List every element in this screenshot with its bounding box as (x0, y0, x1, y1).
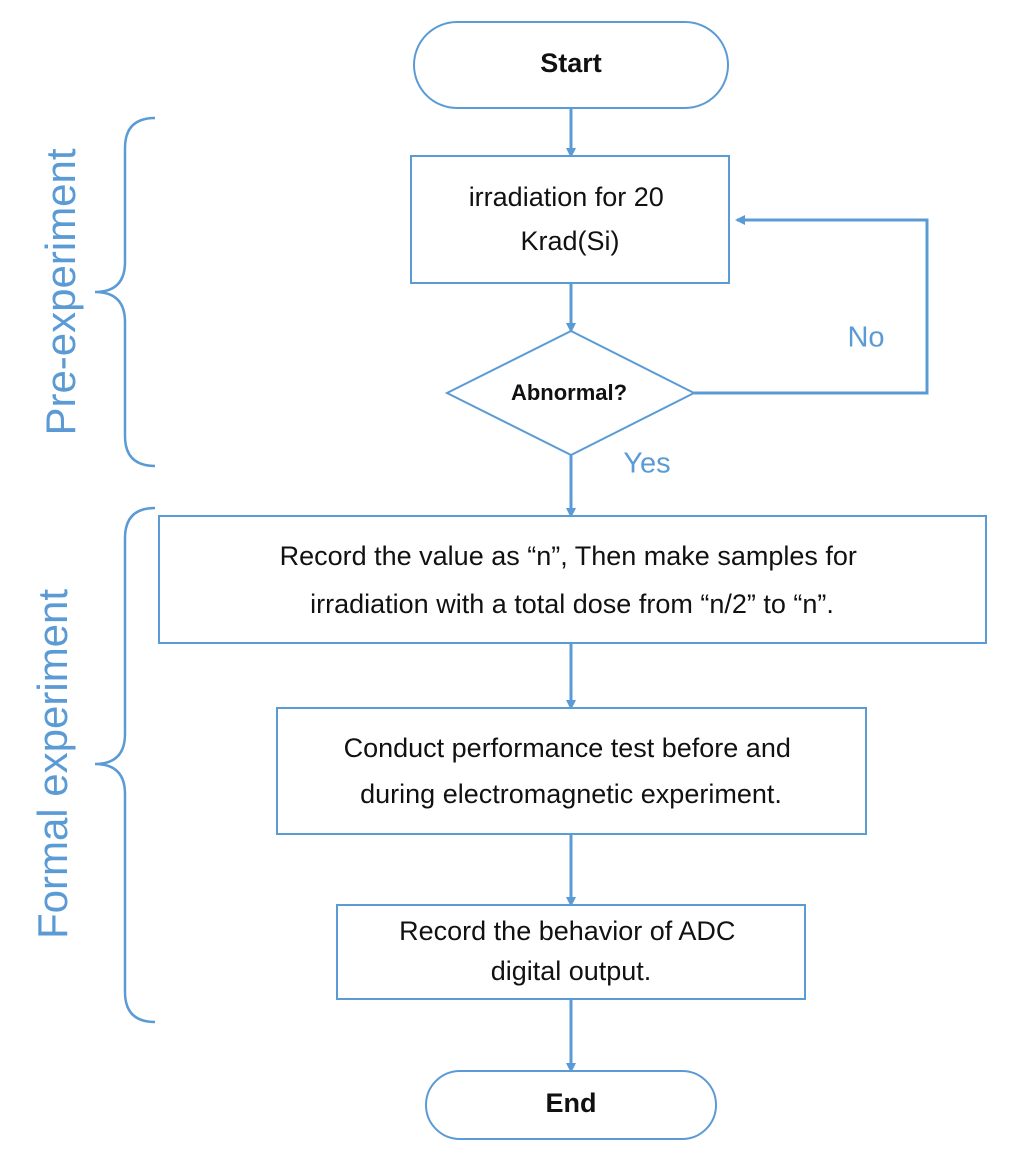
irradiation-label-line-1: irradiation for 20 (469, 182, 664, 212)
pre-experiment-label: Pre-experiment (37, 148, 84, 435)
decision-label: Abnormal? (511, 380, 627, 405)
record-behavior-label-line-1: Record the behavior of ADC (399, 916, 735, 946)
performance-test-label-line-2: during electromagnetic experiment. (360, 779, 782, 809)
performance-test-label-line-1: Conduct performance test before and (344, 733, 791, 763)
yes-label: Yes (623, 448, 670, 480)
start-label: Start (540, 48, 602, 78)
performance-test-box (276, 707, 867, 835)
record-value-box (158, 515, 987, 644)
record-value-label-line-2: irradiation with a total dose from “n/2”… (310, 589, 834, 619)
arrow-no-loop (694, 215, 929, 395)
irradiation-box (410, 155, 730, 284)
end-terminal (425, 1070, 717, 1140)
irradiation-label: irradiation for 20 Krad(Si) (469, 182, 672, 256)
pre-experiment-brace (94, 116, 156, 468)
no-label: No (847, 322, 884, 354)
end-label: End (546, 1088, 597, 1118)
record-behavior-box (336, 904, 806, 1000)
record-value-label-line-1: Record the value as “n”, Then make sampl… (280, 541, 857, 571)
performance-test-label: Conduct performance test before and duri… (344, 733, 799, 809)
formal-experiment-brace (94, 506, 156, 1024)
record-behavior-label-line-2: digital output. (491, 956, 652, 986)
irradiation-label-line-2: Krad(Si) (520, 226, 619, 256)
formal-experiment-label: Formal experiment (29, 589, 76, 939)
record-value-label: Record the value as “n”, Then make sampl… (280, 541, 865, 619)
record-behavior-label: Record the behavior of ADC digital outpu… (399, 916, 743, 986)
